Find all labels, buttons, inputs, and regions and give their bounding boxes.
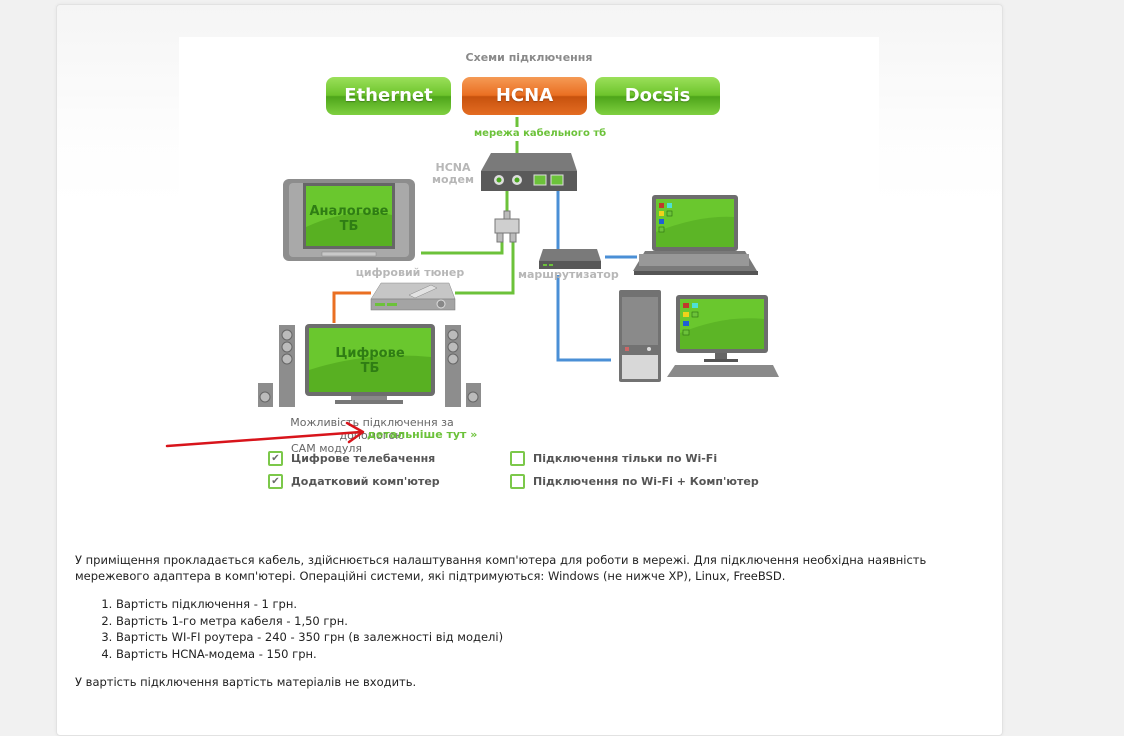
tuner-label: цифровий тюнер [355,266,465,279]
cam-module-text: Можливість підключення за допомогою CAM … [262,416,482,455]
cam-text-line1: Можливість підключення за допомогою [290,416,454,442]
option-label: Підключення тільки по Wi-Fi [533,452,718,465]
cable-network-label: мережа кабельного тб [474,128,607,139]
red-arrow-annotation [165,421,365,448]
diagram-graphics [258,117,779,407]
option-wifi-only[interactable]: Підключення тільки по Wi-Fi [510,451,717,466]
option-label: Цифрове телебачення [291,452,436,465]
price-item: Вартість HCNA-модема - 150 грн. [116,646,975,663]
cam-text-line2: CAM модуля [291,442,362,455]
intro-paragraph: У приміщення прокладається кабель, здійс… [75,553,927,583]
connection-diagram: Схеми підключення Ethernet HCNA Docsis м… [179,37,879,507]
materials-note: У вартість підключення вартість матеріал… [75,675,417,689]
digital-tv-label: Цифрове ТБ [309,346,431,376]
price-item: Вартість 1-го метра кабеля - 1,50 грн. [116,613,975,630]
tab-hcna[interactable]: HCNA [462,77,587,115]
digital-tv-icon [305,324,435,404]
splitter-icon [494,210,520,243]
digital-tv-cable [332,291,371,323]
price-item: Вартість підключення - 1 грн. [116,596,975,613]
modem-label-line2: модем [432,173,474,186]
tab-ethernet[interactable]: Ethernet [326,77,451,115]
modem-label: HCNA модем [431,162,475,186]
option-label: Додатковий комп'ютер [291,475,440,488]
price-item: Вартість WI-FI роутера - 240 - 350 грн (… [116,629,975,646]
option-digital-tv[interactable]: ✔ Цифрове телебачення [268,451,435,466]
digital-tv-label-line2: ТБ [360,361,380,376]
option-label: Підключення по Wi-Fi + Комп'ютер [533,475,759,488]
hcna-modem-icon [481,153,577,191]
router-icon [539,249,601,269]
analog-tv-label-line1: Аналогове [309,204,389,219]
laptop-icon [633,195,758,275]
checkbox-unchecked-icon[interactable] [510,474,525,489]
option-wifi-plus-computer[interactable]: Підключення по Wi-Fi + Комп'ютер [510,474,759,489]
analog-tv-label-line2: ТБ [339,219,359,234]
details-link[interactable]: детальніше тут » [367,428,478,441]
checkbox-checked-icon[interactable]: ✔ [268,451,283,466]
tab-docsis[interactable]: Docsis [595,77,720,115]
option-additional-computer[interactable]: ✔ Додатковий комп'ютер [268,474,440,489]
modem-label-line1: HCNA [435,161,471,174]
analog-tv-cable [421,242,504,255]
router-pc-cable [556,275,611,362]
desktop-pc-icon [619,290,779,382]
router-label: маршрутизатор [518,268,619,281]
checkbox-checked-icon[interactable]: ✔ [268,474,283,489]
page-content: У приміщення прокладається кабель, здійс… [75,552,975,690]
digital-tv-label-line1: Цифрове [335,346,405,361]
speaker-icons [258,325,481,407]
diagram-title: Схеми підключення [465,51,593,64]
checkbox-unchecked-icon[interactable] [510,451,525,466]
analog-tv-label: Аналогове ТБ [306,204,392,234]
analog-tv-icon [283,179,415,261]
digital-tuner-icon [370,282,456,311]
tuner-cable [455,242,515,295]
price-list: Вартість підключення - 1 грн. Вартість 1… [75,596,975,662]
